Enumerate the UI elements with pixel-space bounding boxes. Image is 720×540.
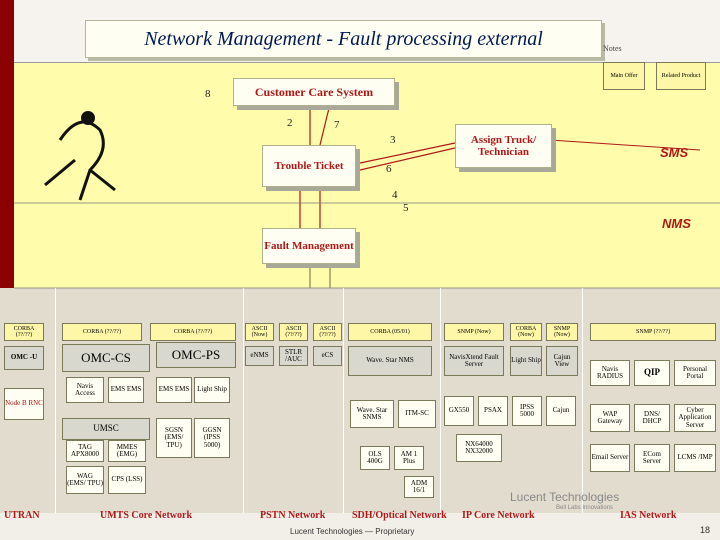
stlr-auc: STLR /AUC	[279, 346, 308, 366]
footer-center-text: Lucent Technologies — Proprietary	[290, 527, 415, 536]
column-separator	[582, 288, 583, 513]
wavestar-snms: Wave. Star SNMS	[350, 400, 394, 428]
adm-16-1: ADM 16/1	[404, 476, 434, 498]
notes-related-product: Related Product	[656, 62, 706, 90]
ecom-server: ECom Server	[634, 444, 670, 472]
personal-portal: Personal Portal	[674, 360, 716, 386]
page-title: Network Management - Fault processing ex…	[85, 20, 602, 58]
cajun-view: Cajun View	[546, 346, 578, 376]
page-number: 18	[700, 525, 711, 535]
wap-gateway: WAP Gateway	[590, 404, 630, 432]
footer-sdh: SDH/Optical Network	[352, 510, 447, 521]
wag-ems-tpu: WAG (EMS/ TPU)	[66, 466, 104, 494]
tag-apx8000: TAG APX8000	[66, 440, 104, 462]
light-ship-umts: Light Ship	[194, 377, 230, 403]
footer-ip: IP Core Network	[462, 510, 535, 521]
umts-corba-cs: CORBA (??/??)	[62, 323, 142, 341]
step-number-5: 5	[403, 202, 409, 214]
pstn-ascii-now: ASCII (Now)	[245, 323, 274, 341]
footer-bar	[0, 513, 720, 540]
ecs: eCS	[313, 346, 342, 366]
wavestar-nms: Wave. Star NMS	[348, 346, 432, 376]
notes-main-offer: Main Offer	[603, 62, 645, 90]
qip: QIP	[634, 360, 670, 386]
ols-400g: OLS 400G	[360, 446, 390, 470]
footer-ias: IAS Network	[620, 510, 677, 521]
footer-pstn: PSTN Network	[260, 510, 326, 521]
gx550: GX550	[444, 396, 474, 426]
pstn-ascii-2: ASCII (??/??)	[279, 323, 308, 341]
sdh-corba: CORBA (05/01)	[348, 323, 432, 341]
navis-xtend-fault-server: NavisXtend Fault Server	[444, 346, 504, 376]
nx64000: NX64000 NX32000	[456, 434, 502, 462]
navis-radius: Navis RADIUS	[590, 360, 630, 386]
footer-utran: UTRAN	[4, 510, 40, 521]
sgsn: SGSN (EMS/ TPU)	[156, 418, 192, 458]
step-number-3: 3	[390, 134, 396, 146]
ias-snmp: SNMP (??/??)	[590, 323, 716, 341]
utran-nodeb-rnc: Node B RNC	[4, 388, 44, 420]
column-separator	[343, 288, 344, 513]
dns-dhcp: DNS/ DHCP	[634, 404, 670, 432]
notes-label: Notes	[603, 44, 622, 53]
assign-truck-technician: Assign Truck/ Technician	[455, 124, 552, 168]
bell-labs-text: Bell Labs Innovations	[556, 505, 614, 511]
lcms-imp: LCMS /IMP	[674, 444, 716, 472]
navis-access: Navis Access	[66, 377, 104, 403]
ggsn: GGSN (IPSS 5000)	[194, 418, 230, 458]
am1-plus: AM 1 Plus	[394, 446, 424, 470]
ip-snmp-now: SNMP (Now)	[444, 323, 504, 341]
step-number-4: 4	[392, 189, 398, 201]
ip-snmp-now-2: SNMP (Now)	[546, 323, 578, 341]
cajun: Cajun	[546, 396, 576, 426]
itm-sc: ITM-SC	[398, 400, 436, 428]
umts-corba-ps: CORBA (??/??)	[150, 323, 236, 341]
cyber-application-server: Cyber Application Server	[674, 404, 716, 432]
utran-corba: CORBA (??/??)	[4, 323, 44, 341]
customer-care-system: Customer Care System	[233, 78, 395, 106]
ip-corba-now: CORBA (Now)	[510, 323, 542, 341]
enms: eNMS	[245, 346, 274, 366]
step-number-2: 2	[287, 117, 293, 129]
step-number-8: 8	[205, 88, 211, 100]
trouble-ticket: Trouble Ticket	[262, 145, 356, 187]
column-separator	[55, 288, 56, 513]
sms-layer-label: SMS	[660, 145, 689, 160]
ems-ps: EMS EMS	[156, 377, 192, 403]
ems-cs: EMS EMS	[108, 377, 144, 403]
step-number-7: 7	[334, 119, 340, 131]
psax: PSAX	[478, 396, 508, 426]
ipss-5000: IPSS 5000	[512, 396, 542, 426]
omc-ps: OMC-PS	[156, 342, 236, 368]
footer-umts: UMTS Core Network	[100, 510, 193, 521]
nms-layer-label: NMS	[662, 216, 691, 231]
column-separator	[243, 288, 244, 513]
omc-cs: OMC-CS	[62, 344, 150, 372]
pstn-ascii-3: ASCII (??/??)	[313, 323, 342, 341]
step-number-6: 6	[386, 163, 392, 175]
mmes-emg: MMES (EMG)	[108, 440, 146, 462]
utran-omc: OMC -U	[4, 346, 44, 370]
umsc: UMSC	[62, 418, 150, 440]
cps-lss: CPS (LSS)	[108, 466, 146, 494]
lucent-logo-text: Lucent Technologies	[510, 490, 620, 504]
light-ship-ip: Light Ship	[510, 346, 542, 376]
fault-management: Fault Management	[262, 228, 356, 264]
email-server: Email Server	[590, 444, 630, 472]
column-separator	[440, 288, 441, 513]
